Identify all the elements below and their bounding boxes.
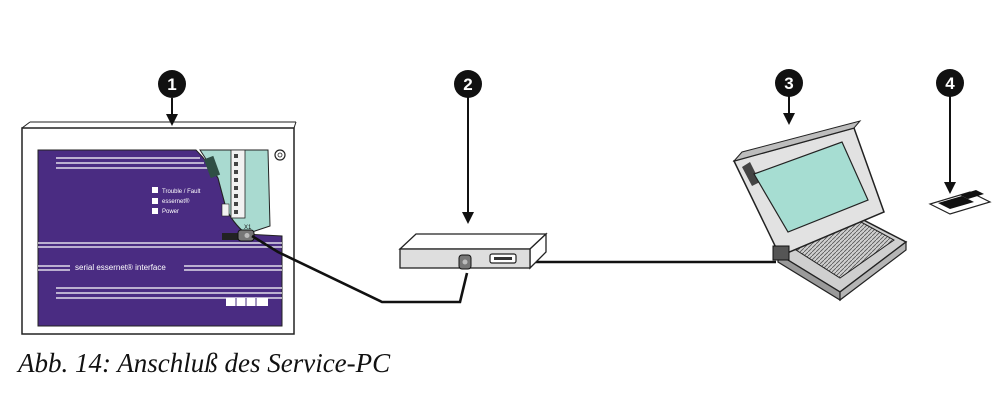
indicator-light — [152, 198, 158, 204]
panel-plug — [222, 229, 255, 242]
figure-caption: Abb. 14: Anschluß des Service-PC — [18, 348, 391, 378]
indicator-label: Trouble / Fault — [162, 189, 201, 195]
callout-number: 1 — [167, 75, 176, 94]
cable-panel-to-adapter — [251, 234, 469, 304]
mounting-hole — [277, 152, 283, 158]
callout-number: 3 — [784, 74, 793, 93]
floppy-disk-shutter — [938, 196, 974, 209]
board-chip — [203, 155, 221, 179]
indicator-label: essernet® — [162, 198, 190, 205]
panel-housing-edge — [21, 121, 31, 129]
laptop-lid-hinge — [742, 162, 760, 186]
indicator-light — [152, 187, 158, 193]
adapter-plug — [458, 254, 472, 270]
terminal-block — [230, 149, 246, 219]
callout-3: 3 — [775, 69, 803, 97]
panel-housing-edge-right — [293, 121, 297, 129]
callout-number: 4 — [945, 74, 955, 93]
board-chip — [221, 203, 230, 217]
laptop-port-plug — [772, 245, 790, 261]
interface-panel: Trouble / Fault essernet® Power serial e… — [21, 121, 297, 335]
floppy-disk — [928, 190, 992, 215]
connector-label: X1 — [244, 225, 252, 231]
indicator-light — [152, 208, 158, 214]
callout-arrows — [166, 96, 956, 224]
callout-number: 2 — [463, 75, 472, 94]
esser-logo — [226, 298, 268, 306]
service-laptop — [732, 120, 908, 302]
callout-2: 2 — [454, 70, 482, 98]
adapter-top — [398, 233, 548, 250]
adapter-port-pins — [494, 257, 512, 260]
panel-title: serial essernet® interface — [75, 263, 166, 272]
indicator-label: Power — [162, 209, 179, 215]
callout-4: 4 — [936, 69, 964, 97]
floppy-disk-label — [960, 190, 984, 199]
callout-1: 1 — [158, 70, 186, 98]
laptop-lid-edge — [732, 120, 862, 162]
serial-adapter — [398, 232, 548, 270]
laptop-base-side — [839, 240, 907, 302]
laptop-screen — [753, 141, 869, 233]
panel-stripes — [38, 157, 282, 299]
